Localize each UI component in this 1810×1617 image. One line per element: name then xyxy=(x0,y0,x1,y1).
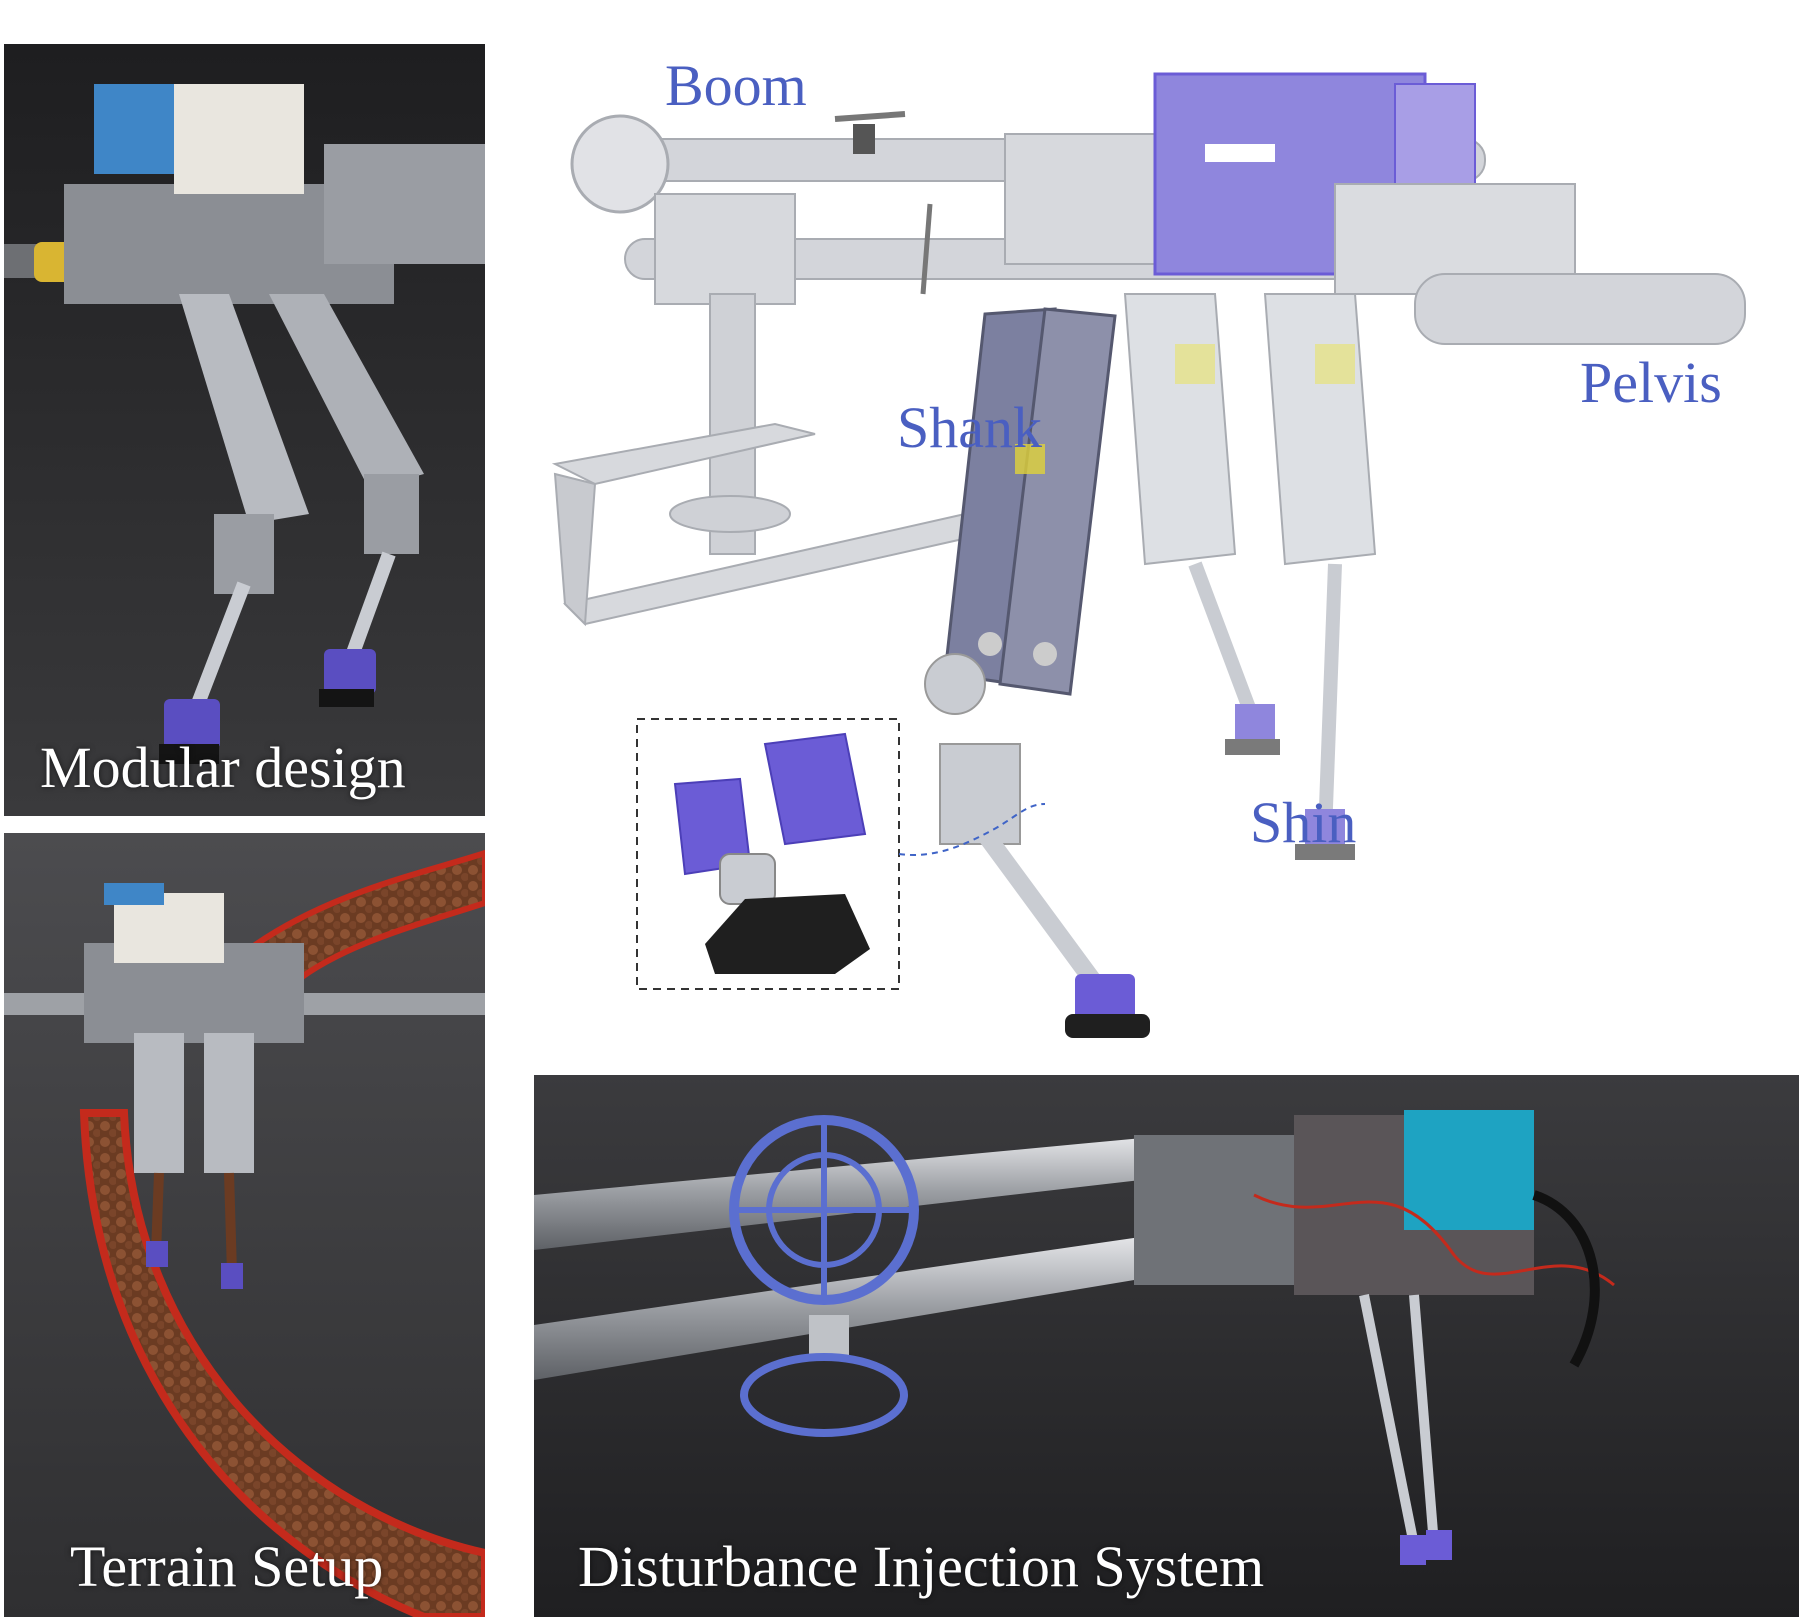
panel-cad-exploded-view: Boom Shank Pelvis Shin xyxy=(545,44,1810,1054)
label-shank: Shank xyxy=(897,395,1042,460)
label-pelvis: Pelvis xyxy=(1580,350,1722,415)
panel-disturbance-injection: Disturbance Injection System xyxy=(534,1075,1799,1617)
label-boom: Boom xyxy=(665,53,807,118)
terrain-setup-photo xyxy=(4,833,485,1617)
label-shin: Shin xyxy=(1250,790,1357,855)
cad-drawing xyxy=(551,72,1746,1038)
modular-design-photo xyxy=(4,44,485,816)
panel-terrain-setup: Terrain Setup xyxy=(4,833,485,1617)
caption-modular-design: Modular design xyxy=(40,735,406,800)
panel-modular-design: Modular design xyxy=(4,44,485,816)
disturbance-injection-photo xyxy=(534,1075,1799,1617)
caption-disturbance-injection: Disturbance Injection System xyxy=(578,1534,1265,1599)
caption-terrain-setup: Terrain Setup xyxy=(70,1534,384,1599)
